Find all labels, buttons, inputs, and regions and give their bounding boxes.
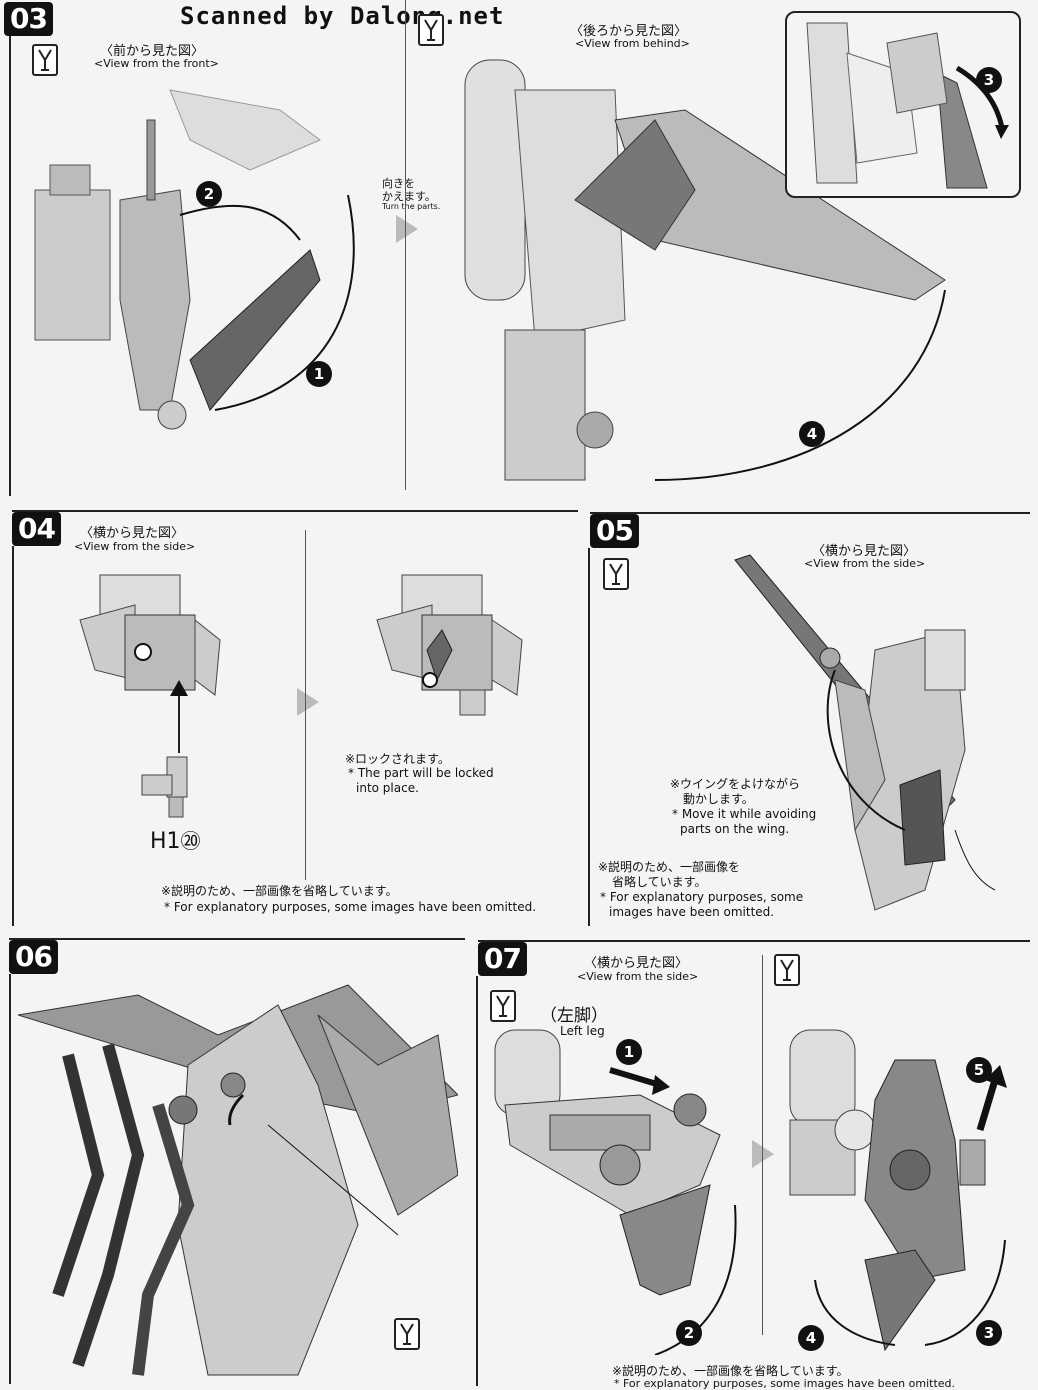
step-04-lock-note-jp: ※ロックされます。 [345,752,450,766]
step-04-omit-note-en: * For explanatory purposes, some images … [164,900,537,914]
step-07-omit-note-jp: ※説明のため、一部画像を省略しています。 [612,1364,849,1378]
step-03-marker-3: 3 [976,67,1002,93]
up-arrow-icon [170,680,188,696]
step-04-top-border [12,510,578,512]
step-03-left-border [9,36,11,496]
step-03-split-line [405,0,406,490]
nipper-icon [418,14,444,46]
step-07-side-caption-en: <View from the side> [577,970,699,983]
step-04-side-caption-jp: 〈横から見た図〉 [80,526,185,541]
step-03-turn-en: Turn the parts. [382,202,441,211]
step-05-wing-note-jp-2: 動かします。 [683,792,754,806]
step-04-omit-note-jp: ※説明のため、一部画像を省略しています。 [161,884,398,898]
nipper-icon [774,954,800,986]
next-arrow-icon [396,215,418,243]
step-06-left-border [9,974,11,1384]
step-03-detail-inset [785,11,1021,198]
next-arrow-icon [297,688,319,716]
step-04-lock-note-en-2: into place. [356,781,419,795]
step-07-badge: 07 [478,942,527,976]
step-03-behind-illustration [464,59,946,481]
next-arrow-icon [752,1140,774,1168]
step-03-marker-4: 4 [799,421,825,447]
step-03-behind-caption-en: <View from behind> [575,37,690,50]
step-06-top-border [9,938,465,940]
step-07-side-caption-jp: 〈横から見た図〉 [584,956,689,971]
step-05-wing-note-en-2: parts on the wing. [680,822,790,836]
step-07-marker-2: 2 [676,1320,702,1346]
step-07-leg-label-en: Left leg [560,1024,605,1038]
nipper-icon [32,44,58,76]
step-04-left-border [12,546,14,926]
step-04-right-illustration [376,574,523,716]
step-05-side-caption-en: <View from the side> [804,557,926,570]
step-05-side-caption-jp: 〈横から見た図〉 [812,544,917,559]
step-05-wing-note-jp-1: ※ウイングをよけながら [670,777,801,791]
nipper-icon [603,558,629,590]
step-07-split-line [762,955,763,1335]
step-05-left-border [588,548,590,926]
step-05-top-border [590,512,1030,514]
part-h1-label: H1⑳ [150,829,201,854]
step-07-marker-4: 4 [798,1325,824,1351]
step-05-omit-note-en-2: images have been omitted. [609,905,775,919]
step-03-marker-1: 1 [306,361,332,387]
watermark-text: Scanned by Dalong.net [180,2,505,30]
step-07-marker-3: 3 [976,1320,1002,1346]
step-03-marker-2: 2 [196,181,222,207]
step-05-omit-note-jp-1: ※説明のため、一部画像を [598,860,741,874]
step-04-badge: 04 [12,512,61,546]
step-03-behind-caption-jp: 〈後ろから見た図〉 [570,24,688,39]
step-07-marker-1: 1 [616,1039,642,1065]
step-07-top-border [478,940,1030,942]
step-07-marker-5: 5 [966,1057,992,1083]
step-06-illustration [18,984,458,1376]
nipper-icon [394,1318,420,1350]
step-07-leg-label-jp: （左脚） [540,1006,608,1026]
part-h1-illustration [141,756,188,818]
step-03-turn-jp-2: かえます。 [382,190,436,203]
step-03-badge: 03 [4,2,53,36]
step-04-insert-arrow [178,693,180,753]
step-07-omit-note-en: * For explanatory purposes, some images … [614,1377,956,1390]
step-05-omit-note-en-1: * For explanatory purposes, some [600,890,804,904]
step-06-badge: 06 [9,940,58,974]
step-04-split-line [305,530,306,880]
step-03-turn-jp-1: 向きを [382,177,415,190]
step-05-omit-note-jp-2: 省略しています。 [612,875,707,889]
step-03-front-caption-jp: 〈前から見た図〉 [100,44,205,59]
step-04-left-illustration [79,574,221,696]
step-07-right-illustration [789,1029,1007,1352]
nipper-icon [490,990,516,1022]
step-05-badge: 05 [590,514,639,548]
step-07-left-border [476,976,478,1386]
step-04-lock-note-en-1: * The part will be locked [348,766,494,780]
step-07-left-illustration [494,1029,737,1355]
step-05-wing-note-en-1: * Move it while avoiding [672,807,817,821]
step-05-illustration [734,554,996,911]
step-03-front-illustration [34,89,355,430]
step-03-front-caption-en: <View from the front> [94,57,219,70]
step-04-side-caption-en: <View from the side> [74,540,196,553]
